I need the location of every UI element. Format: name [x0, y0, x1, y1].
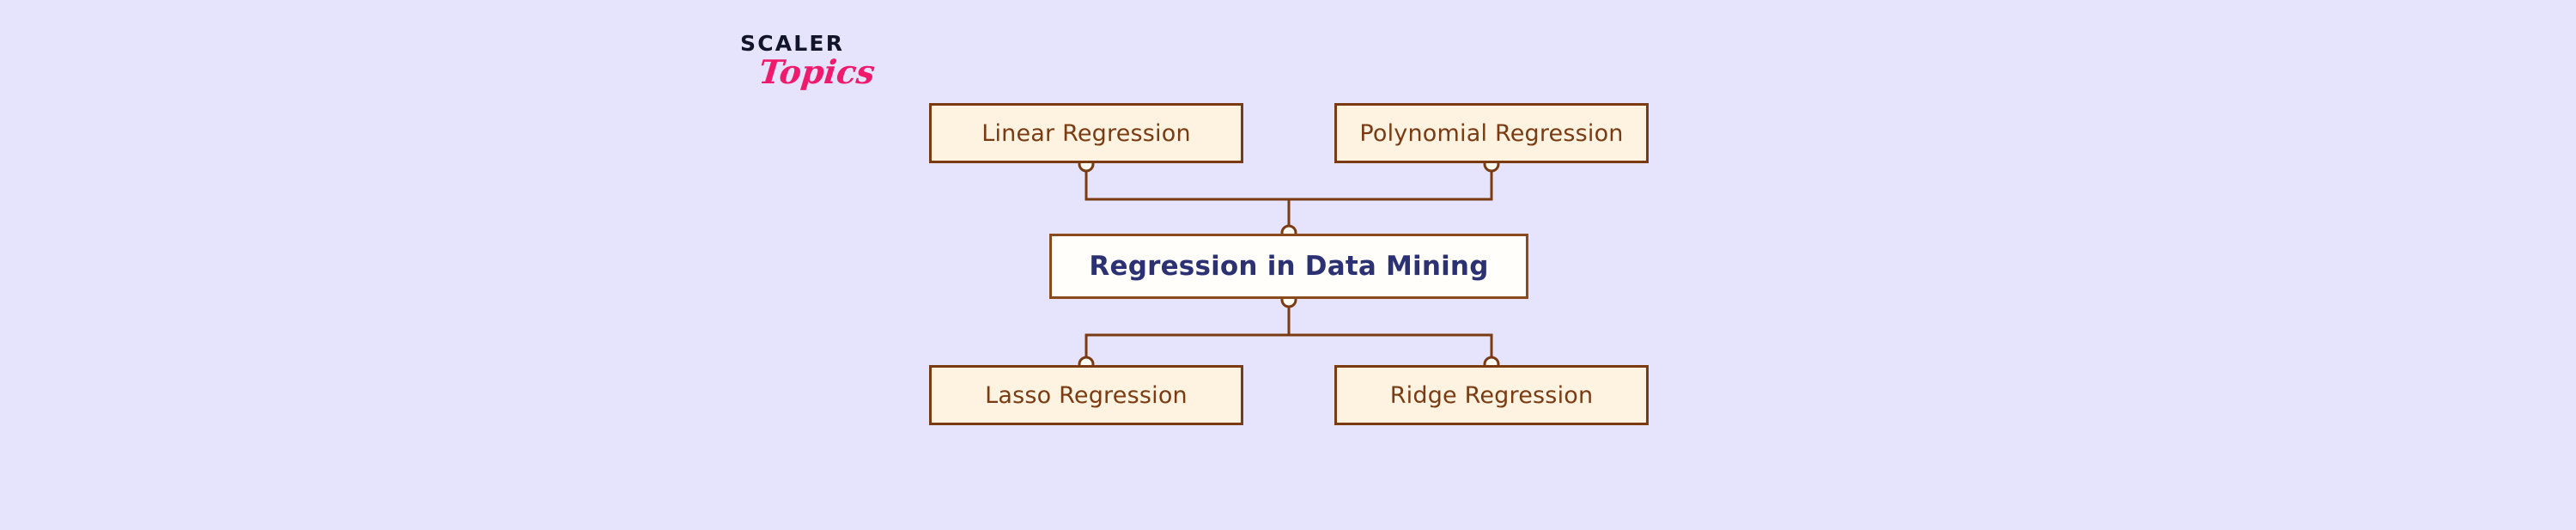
- node-ridge-regression[interactable]: Ridge Regression: [1334, 365, 1649, 425]
- logo-primary-text: SCALER: [740, 31, 845, 56]
- node-polynomial-regression[interactable]: Polynomial Regression: [1334, 103, 1649, 163]
- node-lasso-regression[interactable]: Lasso Regression: [929, 365, 1243, 425]
- node-regression-in-data-mining[interactable]: Regression in Data Mining: [1049, 234, 1528, 299]
- connector-bus-to-ridge: [1289, 333, 1493, 358]
- scaler-topics-logo: SCALER Topics: [740, 33, 886, 103]
- connector-linear-to-bus: [1084, 170, 1289, 201]
- connector-bus-to-lasso: [1084, 333, 1289, 358]
- connector-polynomial-to-bus: [1289, 170, 1493, 201]
- node-linear-regression[interactable]: Linear Regression: [929, 103, 1243, 163]
